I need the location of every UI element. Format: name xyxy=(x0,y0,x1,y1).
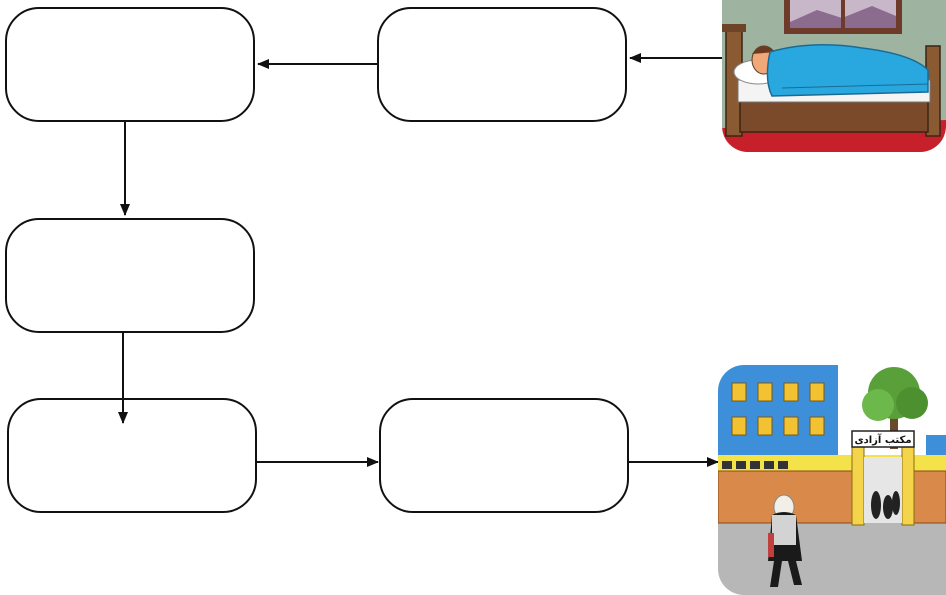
school-walk-image: مکتب آزادی xyxy=(718,365,946,595)
school-sign-text: مکتب آزادی xyxy=(854,433,911,446)
flow-box-3 xyxy=(5,218,255,333)
flow-box-1 xyxy=(5,7,255,122)
flow-box-5 xyxy=(379,398,629,513)
flow-box-4 xyxy=(7,398,257,513)
sleeping-in-bed-image xyxy=(722,0,946,152)
flow-box-2 xyxy=(377,7,627,122)
